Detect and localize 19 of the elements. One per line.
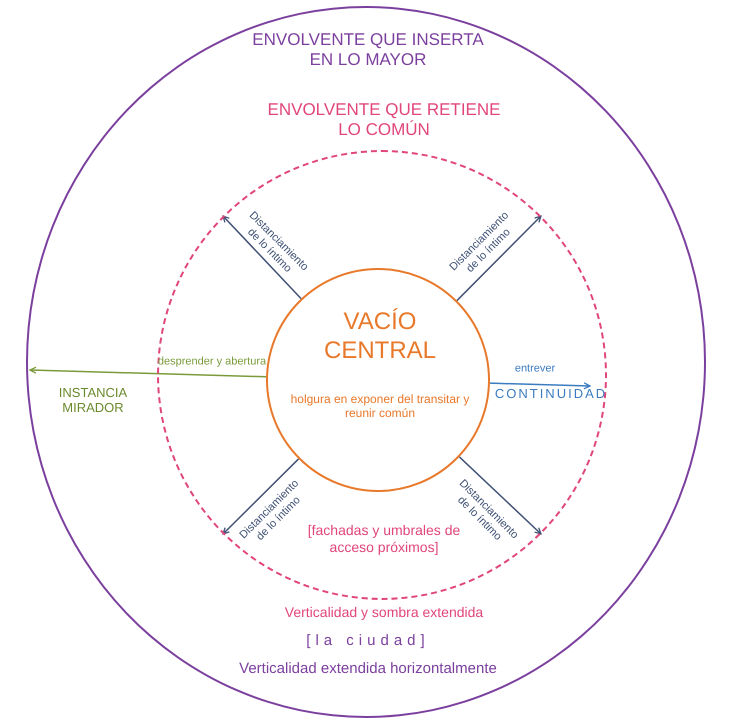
circle-outline <box>26 6 706 718</box>
circle-title: VACÍO CENTRAL <box>322 308 438 366</box>
arrow <box>222 215 302 300</box>
arrow <box>29 366 266 378</box>
section-label: INSTANCIA MIRADOR <box>58 386 128 416</box>
ring-title: ENVOLVENTE QUE INSERTA EN LO MAYOR <box>251 30 485 71</box>
arrow <box>222 458 300 535</box>
ring-title: ENVOLVENTE QUE RETIENE LO COMÚN <box>266 100 502 141</box>
circle-caption: holgura en exponer del transitar y reunir común <box>290 392 470 421</box>
arrow <box>490 382 591 390</box>
ring-subtitle: [la ciudad] <box>305 632 431 650</box>
edge-label: desprender y abertura <box>158 356 266 368</box>
ring-caption: Verticalidad extendida horizontalmente <box>238 660 498 678</box>
section-label: CONTINUIDAD <box>494 386 608 402</box>
ring-subtitle: [fachadas y umbrales de acceso próximos] <box>306 522 460 556</box>
ring-caption: Verticalidad y sombra extendida <box>284 604 484 621</box>
arrow <box>456 215 542 302</box>
arrow <box>458 456 542 535</box>
edge-label: entrever <box>514 362 556 376</box>
